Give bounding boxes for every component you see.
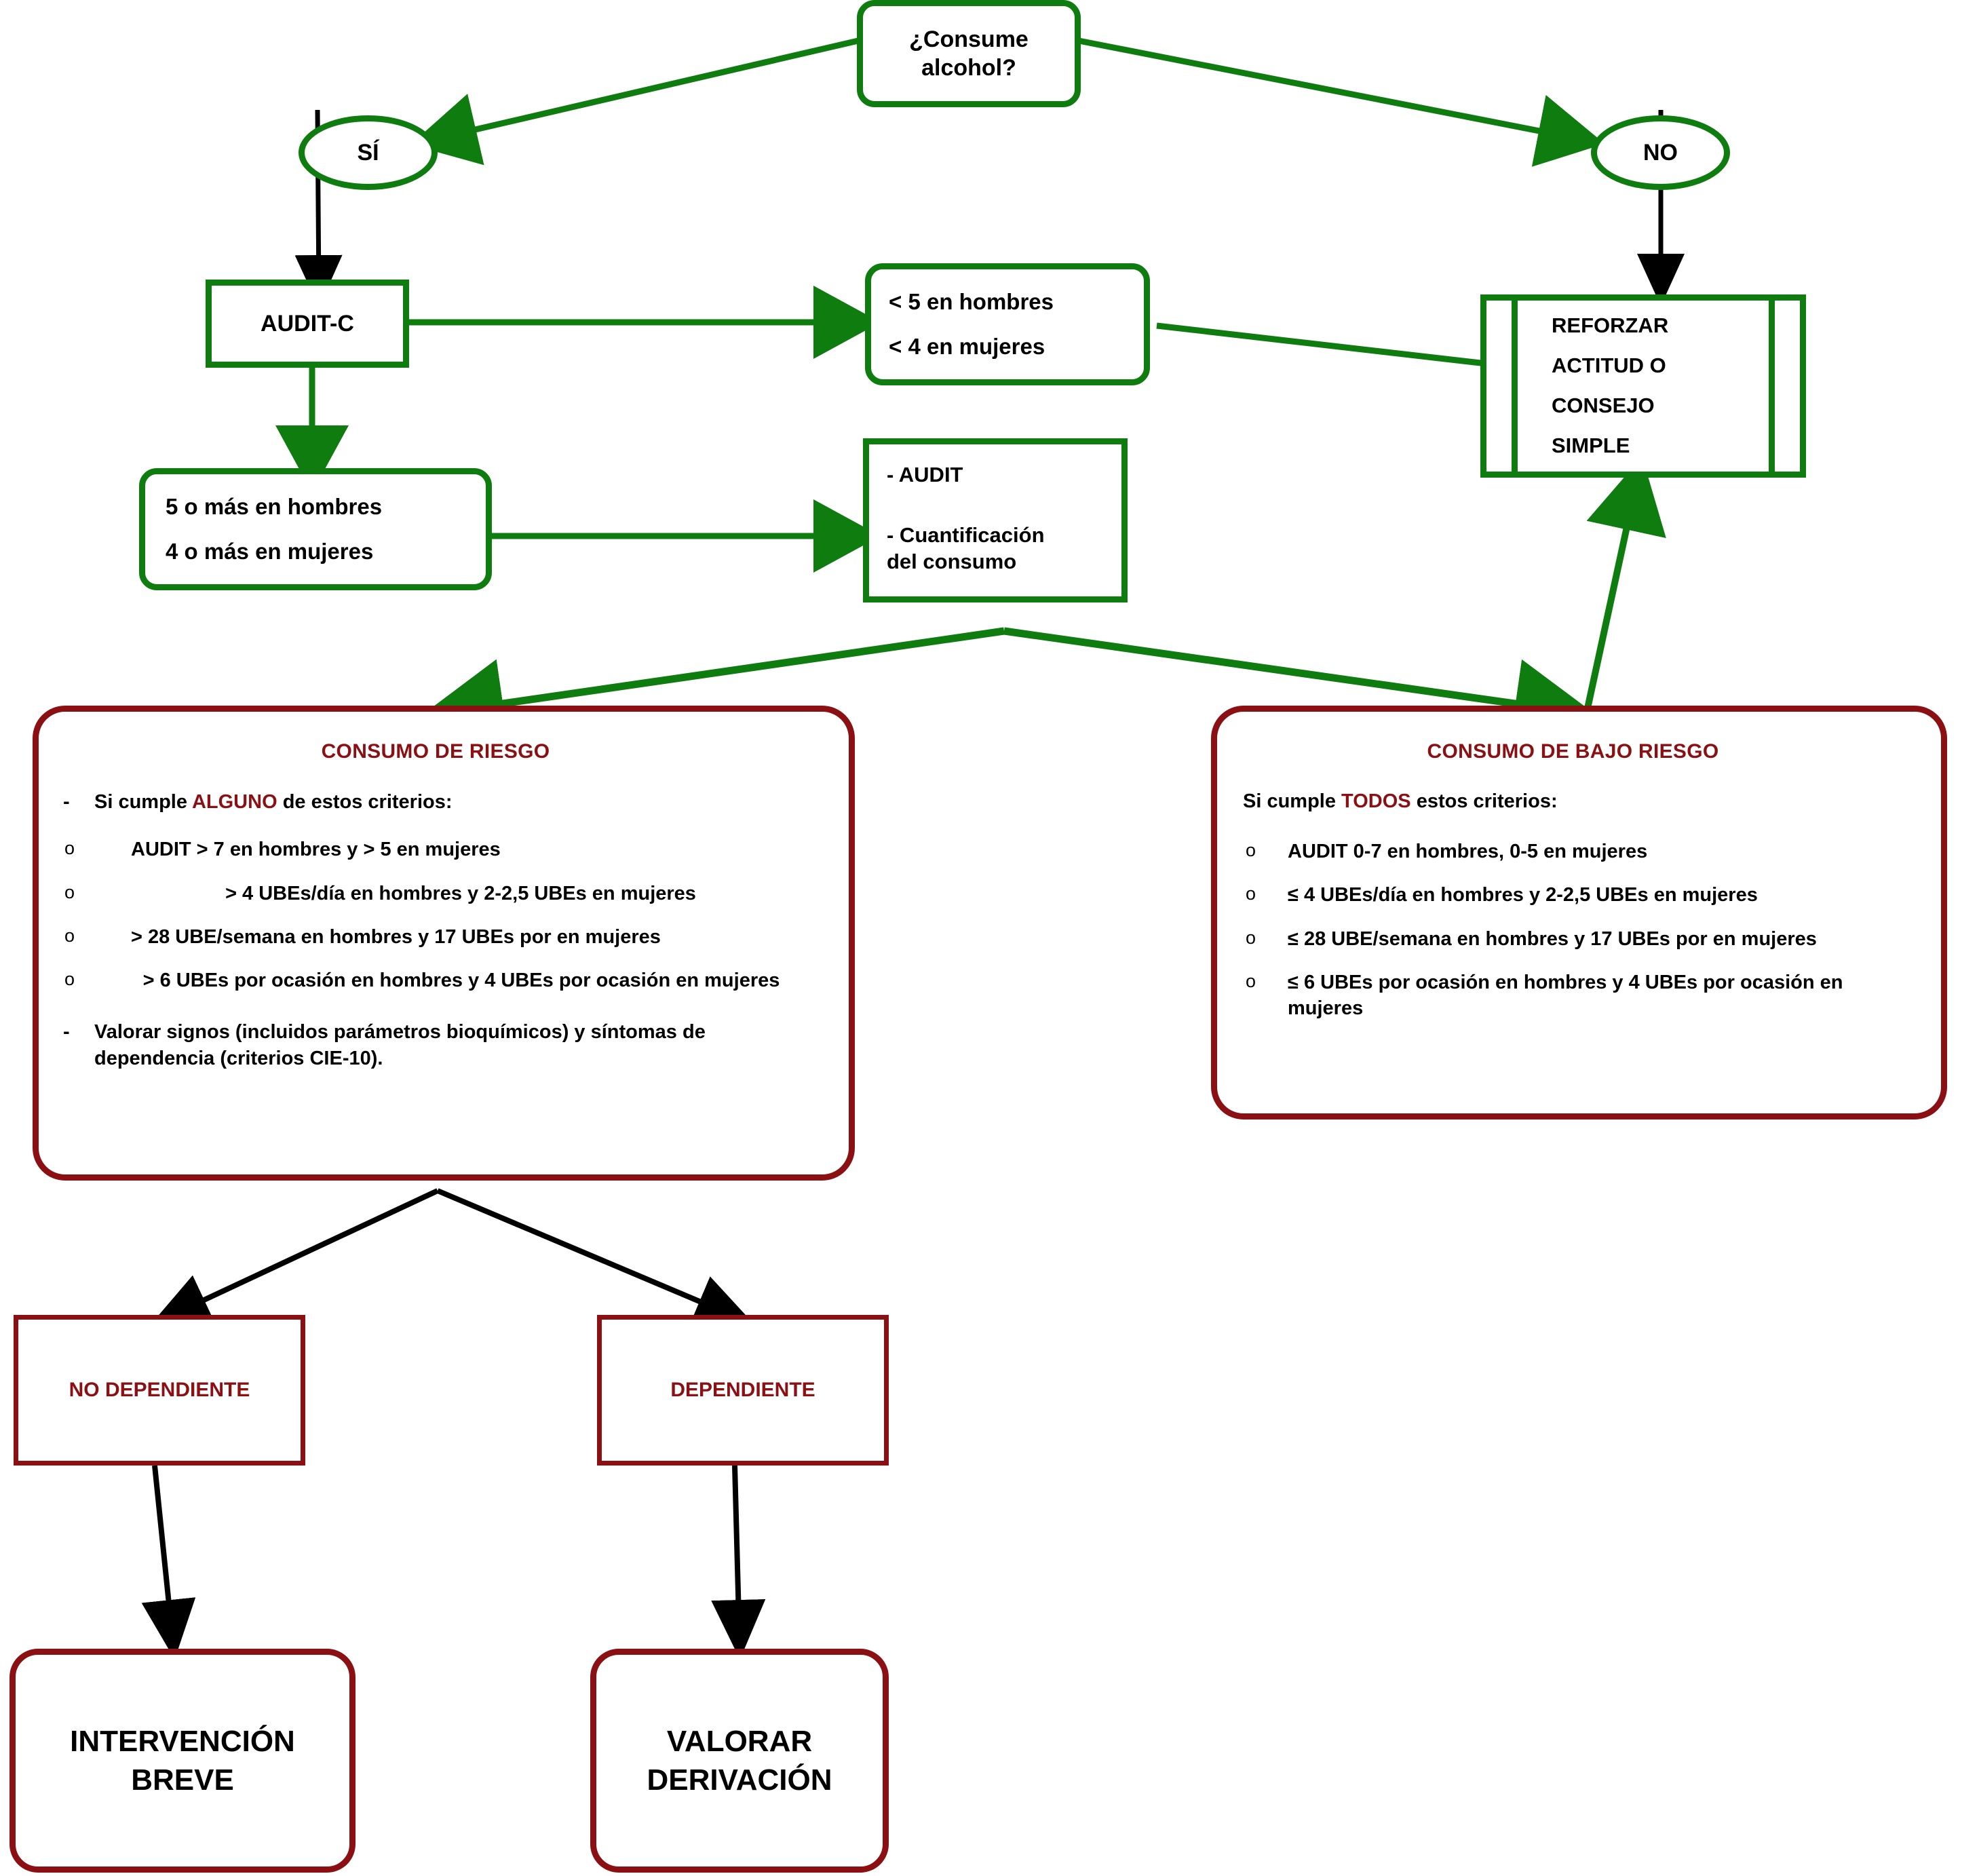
- low-scores-line-2: < 4 en mujeres: [889, 334, 1045, 359]
- reforzar-line-2: ACTITUD O: [1552, 353, 1666, 378]
- edge-bajoriesgo-to-reforzar: [1584, 456, 1666, 710]
- panel-consumo-de-bajo-riesgo[interactable]: CONSUMO DE BAJO RIESGO Si cumple TODOS e…: [1211, 706, 1947, 1119]
- edge-auditquant-to-bajoriesgo: [1003, 627, 1597, 748]
- node-audit-cuantificacion[interactable]: - AUDIT - Cuantificación del consumo: [863, 438, 1128, 602]
- node-no[interactable]: NO: [1591, 115, 1730, 190]
- high-scores-line-1: 5 o más en hombres: [166, 494, 383, 519]
- bajo-riesgo-criterion-3: ≤ 28 UBE/semana en hombres y 17 UBEs por…: [1288, 927, 1817, 950]
- node-dependiente[interactable]: DEPENDIENTE: [597, 1315, 889, 1466]
- riesgo-lead-text: Si cumple ALGUNO de estos criterios:: [94, 789, 818, 815]
- node-si[interactable]: SÍ: [299, 115, 438, 190]
- bajo-riesgo-criterion-4: ≤ 6 UBEs por ocasión en hombres y 4 UBEs…: [1288, 971, 1843, 1020]
- reforzar-line-1: REFORZAR: [1552, 313, 1669, 338]
- riesgo-bullet-marker-4: o: [64, 969, 75, 990]
- node-consume-alcohol[interactable]: ¿Consume alcohol?: [857, 0, 1081, 107]
- edge-dependiente-to-valorar: [711, 1465, 766, 1660]
- valorar-line-1: VALORAR: [666, 1724, 813, 1758]
- riesgo-bullet-marker-1: o: [64, 838, 75, 859]
- bajo-riesgo-lead-post: estos criterios:: [1410, 790, 1558, 812]
- predefined-process-right-bar: [1769, 301, 1775, 472]
- audit-quant-line-3: del consumo: [887, 549, 1017, 573]
- valorar-line-2: DERIVACIÓN: [647, 1763, 832, 1797]
- node-no-dependiente[interactable]: NO DEPENDIENTE: [14, 1315, 305, 1466]
- bajo-riesgo-criterion-2: ≤ 4 UBEs/día en hombres y 2-2,5 UBEs en …: [1288, 884, 1758, 906]
- node-reforzar-actitud[interactable]: REFORZAR ACTITUD O CONSEJO SIMPLE: [1480, 294, 1806, 478]
- audit-quant-line-2: - Cuantificación: [887, 523, 1045, 548]
- node-valorar-derivacion[interactable]: VALORAR DERIVACIÓN: [590, 1649, 889, 1873]
- riesgo-criterion-1: AUDIT > 7 en hombres y > 5 en mujeres: [131, 839, 501, 861]
- high-scores-line-2: 4 o más en mujeres: [166, 539, 374, 564]
- riesgo-panel-title: CONSUMO DE RIESGO: [321, 740, 550, 763]
- intervencion-line-1: INTERVENCIÓN: [70, 1724, 295, 1758]
- si-label: SÍ: [357, 139, 379, 166]
- riesgo-bullet-marker-3: o: [64, 925, 75, 946]
- riesgo-footer-marker: -: [63, 1021, 70, 1044]
- no-label: NO: [1643, 139, 1678, 166]
- audit-quant-line-1: - AUDIT: [887, 463, 963, 486]
- node-high-audit-c-scores[interactable]: 5 o más en hombres 4 o más en mujeres: [139, 468, 492, 590]
- bajo-riesgo-bullet-marker-4: o: [1246, 970, 1256, 991]
- riesgo-criterion-4: > 6 UBEs por ocasión en hombres y 4 UBEs…: [142, 970, 780, 992]
- edge-nodependiente-to-intervencion: [141, 1465, 196, 1660]
- riesgo-lead-post: de estos criterios:: [277, 791, 453, 813]
- riesgo-lead-marker: -: [63, 791, 70, 813]
- bajo-riesgo-lead-pre: Si cumple: [1243, 790, 1342, 812]
- question-line-2: alcohol?: [921, 55, 1016, 81]
- edge-auditquant-to-riesgo: [421, 627, 1005, 748]
- edge-riesgo-to-nodependiente: [150, 1188, 439, 1326]
- riesgo-criterion-2: > 4 UBEs/día en hombres y 2-2,5 UBEs en …: [225, 882, 696, 904]
- riesgo-footer-text: Valorar signos (incluidos parámetros bio…: [94, 1021, 706, 1069]
- riesgo-bullet-marker-2: o: [64, 881, 75, 902]
- bajo-riesgo-panel-title: CONSUMO DE BAJO RIESGO: [1427, 740, 1719, 763]
- edge-question-to-si: [410, 37, 860, 166]
- low-scores-line-1: < 5 en hombres: [889, 289, 1054, 314]
- bajo-riesgo-criterion-1: AUDIT 0-7 en hombres, 0-5 en mujeres: [1288, 841, 1648, 862]
- bajo-riesgo-bullet-marker-2: o: [1246, 883, 1256, 904]
- riesgo-lead-highlight: ALGUNO: [191, 791, 277, 813]
- node-intervencion-breve[interactable]: INTERVENCIÓN BREVE: [9, 1649, 356, 1873]
- reforzar-line-4: SIMPLE: [1552, 433, 1630, 457]
- reforzar-line-3: CONSEJO: [1552, 394, 1655, 417]
- no-dependiente-label: NO DEPENDIENTE: [69, 1379, 250, 1401]
- audit-c-label: AUDIT-C: [261, 310, 354, 337]
- edge-question-to-no: [1078, 37, 1605, 167]
- riesgo-criterion-3: > 28 UBE/semana en hombres y 17 UBEs por…: [131, 925, 661, 948]
- panel-consumo-de-riesgo[interactable]: CONSUMO DE RIESGO - Si cumple ALGUNO de …: [33, 706, 855, 1181]
- bajo-riesgo-lead-highlight: TODOS: [1341, 790, 1411, 812]
- riesgo-lead-pre: Si cumple: [94, 791, 192, 813]
- edge-riesgo-to-dependiente: [436, 1188, 755, 1326]
- bajo-riesgo-lead-text: Si cumple TODOS estos criterios:: [1235, 790, 1911, 813]
- intervencion-line-2: BREVE: [131, 1763, 234, 1797]
- node-audit-c[interactable]: AUDIT-C: [206, 280, 409, 368]
- question-line-1: ¿Consume: [909, 26, 1029, 52]
- bajo-riesgo-bullet-marker-1: o: [1246, 840, 1256, 860]
- dependiente-label: DEPENDIENTE: [670, 1379, 815, 1401]
- node-low-audit-c-scores[interactable]: < 5 en hombres < 4 en mujeres: [865, 263, 1150, 385]
- predefined-process-left-bar: [1512, 301, 1518, 472]
- bajo-riesgo-bullet-marker-3: o: [1246, 927, 1256, 948]
